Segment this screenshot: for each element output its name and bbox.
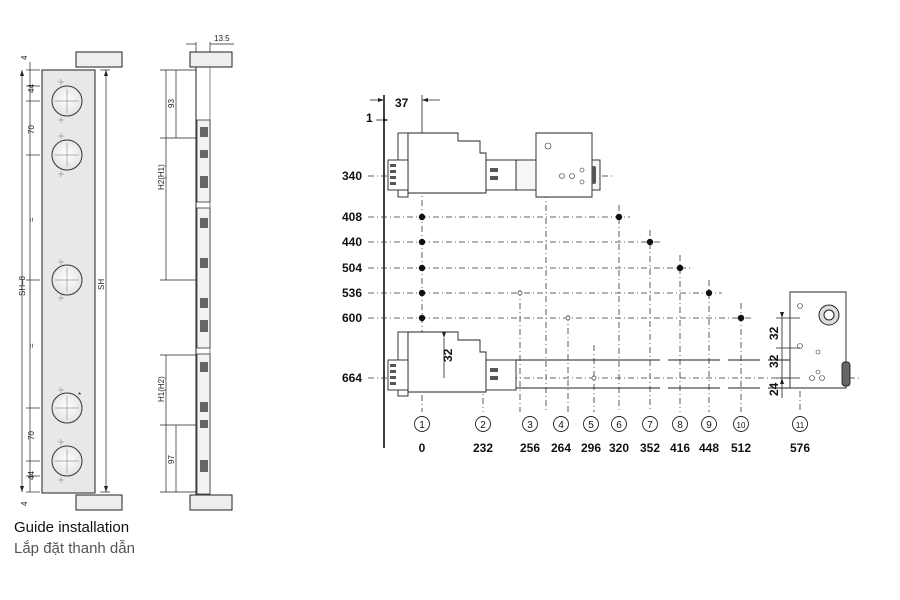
dim-bottom-4: 4: [20, 501, 29, 506]
position-marker-3: 3 256: [520, 416, 540, 455]
bottom-cabinet-edge: [75, 494, 123, 511]
side-dimension-lines: [160, 42, 234, 493]
position-marker-2: 2 232: [473, 416, 493, 455]
position-number: 7: [647, 420, 653, 431]
bottom-runner-details: [390, 364, 498, 385]
dim-sh: SH: [97, 279, 106, 290]
position-circle: [733, 416, 749, 432]
top-runner-details: [390, 164, 596, 185]
dim-24: 24: [767, 382, 781, 396]
position-circle: [672, 416, 688, 432]
hole-center-marks: [55, 79, 79, 483]
dim-44-top: 44: [27, 84, 36, 93]
dim-1: 1: [366, 111, 373, 125]
dim-97: 97: [167, 455, 176, 464]
position-value: 448: [699, 441, 719, 455]
dim-70-bottom: 70: [27, 431, 36, 440]
position-value: 352: [640, 441, 660, 455]
dim-top-4: 4: [20, 55, 29, 60]
position-value: 232: [473, 441, 493, 455]
position-circle: [522, 416, 538, 432]
position-number: 2: [480, 420, 486, 431]
position-value: 416: [670, 441, 690, 455]
position-value: 320: [609, 441, 629, 455]
right-dimension-arrows: [442, 312, 784, 384]
dim-37-arrows: [378, 98, 428, 122]
position-circle: [475, 416, 491, 432]
dim-h1-h2: H1(H2): [157, 376, 166, 402]
end-bracket-holes: [797, 303, 840, 381]
row-label: 536: [342, 286, 362, 300]
position-markers: 1022323256426452966320735284169448105121…: [414, 416, 810, 455]
vertical-dimension-lines: [21, 62, 110, 493]
position-number: 4: [558, 420, 564, 431]
position-number: 11: [796, 421, 805, 430]
dim-44-bottom: 44: [27, 471, 36, 480]
row-label: 664: [342, 371, 362, 385]
equal-mark-1: =: [27, 217, 36, 222]
dim-13-5: 13.5: [214, 34, 230, 43]
position-marker-7: 7 352: [640, 416, 660, 455]
position-circle: [611, 416, 627, 432]
dim-32-b: 32: [767, 354, 781, 368]
dim-h2-h1: H2(H1): [157, 164, 166, 190]
row-label: 600: [342, 311, 362, 325]
position-marker-8: 8 416: [670, 416, 690, 455]
position-value: 512: [731, 441, 751, 455]
dim-70-top: 70: [27, 125, 36, 134]
dim-37: 37: [395, 96, 409, 110]
position-number: 9: [706, 420, 712, 431]
position-circle: [792, 416, 808, 432]
asterisk-mark: *: [78, 391, 81, 400]
position-value: 0: [419, 441, 426, 455]
caption-subtitle: Lắp đặt thanh dẫn: [14, 540, 135, 557]
runner-details: [200, 127, 208, 472]
top-runner: [387, 132, 601, 198]
position-value: 264: [551, 441, 571, 455]
position-number: 3: [527, 420, 533, 431]
position-marker-6: 6 320: [609, 416, 629, 455]
row-label: 504: [342, 261, 362, 275]
top-bracket-holes: [544, 142, 585, 185]
position-circle: [642, 416, 658, 432]
position-value: 576: [790, 441, 810, 455]
side-top-edge: [189, 51, 233, 68]
dimension-arrows: [20, 70, 108, 492]
dim-93: 93: [167, 99, 176, 108]
position-circle: [701, 416, 717, 432]
position-marker-11: 11 576: [790, 416, 810, 455]
dim-sh-minus-8: SH–8: [18, 275, 27, 296]
position-marker-9: 9 448: [699, 416, 719, 455]
row-label: 340: [342, 169, 362, 183]
row-label: 440: [342, 235, 362, 249]
row-label: 408: [342, 210, 362, 224]
front-panel-view: * 4 44 70 = = 70 44 4 SH–8: [18, 51, 123, 511]
dim-32-top: 32: [441, 348, 455, 362]
dim-32-a: 32: [767, 326, 781, 340]
right-dimension-lines: [443, 317, 800, 398]
position-number: 6: [616, 420, 622, 431]
position-value: 296: [581, 441, 601, 455]
position-marker-10: 10 512: [731, 416, 751, 455]
side-bottom-edge: [189, 494, 233, 511]
position-marker-4: 4 264: [551, 416, 571, 455]
position-number: 5: [588, 420, 594, 431]
hole-pattern-drawing: 37 1 340 408 440 504 536 600 664: [342, 95, 862, 455]
position-value: 256: [520, 441, 540, 455]
position-circle: [583, 416, 599, 432]
caption-title: Guide installation: [14, 519, 130, 536]
position-number: 10: [737, 421, 746, 430]
position-marker-1: 10: [414, 416, 430, 455]
position-circle: [553, 416, 569, 432]
position-number: 8: [677, 420, 683, 431]
open-holes: [467, 173, 597, 381]
equal-mark-2: =: [27, 343, 36, 348]
position-number: 1: [419, 420, 425, 431]
top-cabinet-edge: [75, 51, 123, 68]
row-labels: 340 408 440 504 536 600 664: [342, 169, 362, 385]
position-marker-5: 5 296: [581, 416, 601, 455]
position-circle: [414, 416, 430, 432]
side-view: 13.5 93 H2(H1) H1(H2) 97: [157, 34, 234, 511]
